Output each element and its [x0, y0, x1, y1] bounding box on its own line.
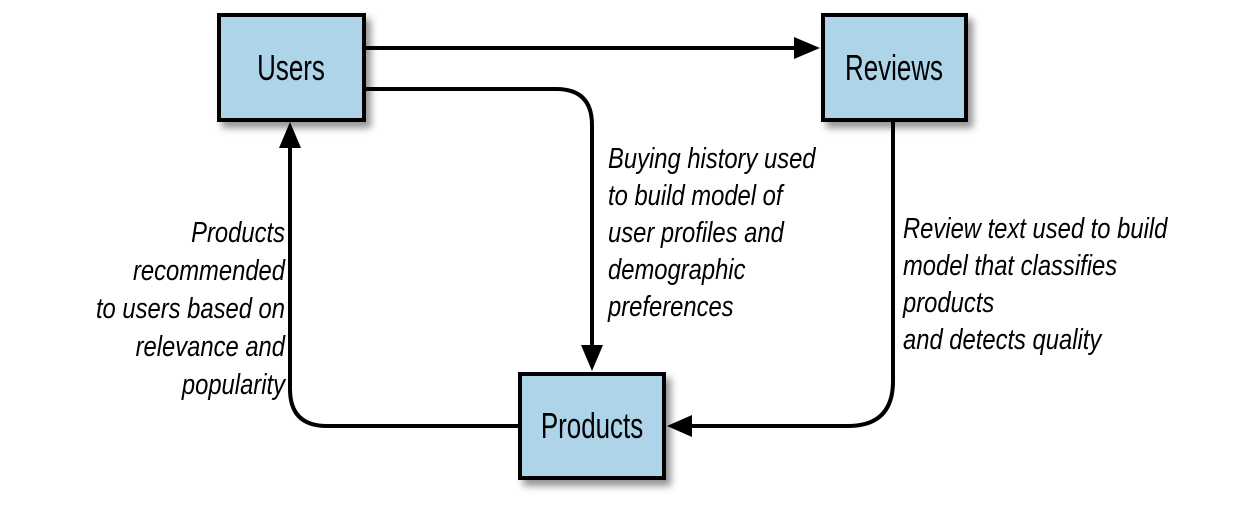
arrowhead-left-icon — [667, 415, 692, 437]
arrowhead-up-icon — [279, 122, 301, 148]
arrowhead-down-icon — [581, 345, 603, 371]
node-products: Products — [518, 372, 666, 480]
node-products-label: Products — [540, 405, 644, 446]
annotation-buying-history: Buying history used to build model of us… — [608, 143, 816, 323]
annotation-products-recommended: Products recommended to users based on r… — [95, 217, 285, 401]
arrow-products-to-users — [279, 122, 518, 428]
node-reviews: Reviews — [821, 13, 968, 122]
annotation-review-text: Review text used to build model that cla… — [903, 213, 1168, 356]
node-users: Users — [217, 13, 366, 122]
arrow-users-to-products — [366, 87, 603, 371]
node-reviews-label: Reviews — [845, 46, 944, 88]
arrow-users-to-reviews — [366, 37, 820, 59]
arrow-reviews-to-products — [667, 122, 895, 437]
node-users-label: Users — [257, 46, 326, 88]
arrowhead-right-icon — [794, 37, 820, 59]
